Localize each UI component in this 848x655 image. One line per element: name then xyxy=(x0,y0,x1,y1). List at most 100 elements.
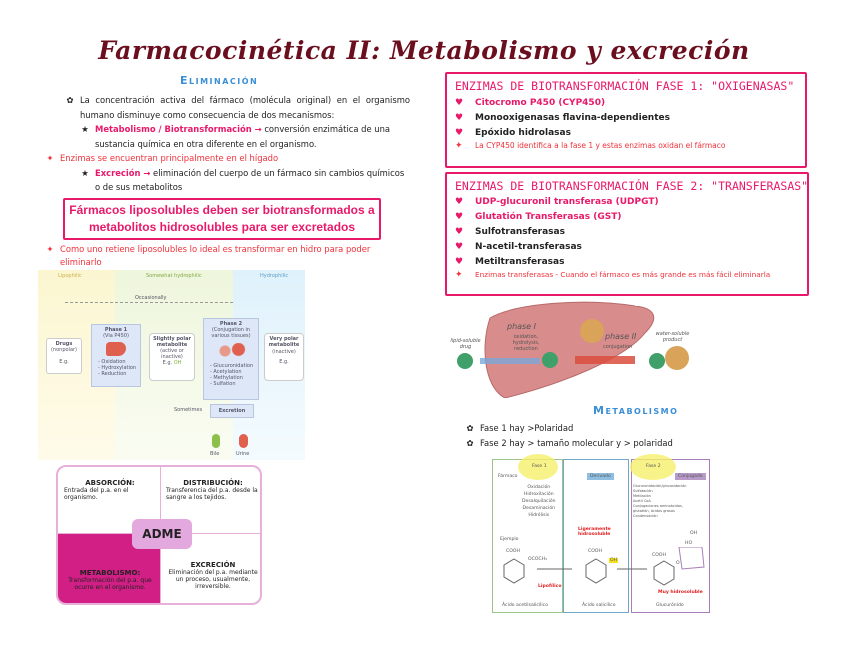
drugs-eg: E.g. xyxy=(59,359,69,365)
metabolismo-heading: Metabolismo xyxy=(593,404,679,417)
phase1-enzymes-box: ENZIMAS DE BIOTRANSFORMACIÓN FASE 1: "OX… xyxy=(445,72,807,168)
salicilico-label: Ácido salicílico xyxy=(582,603,616,608)
reaction: Condensación xyxy=(633,514,658,518)
phase1-sub: (Via P450) xyxy=(103,333,129,339)
zone-lipophilic: Lipophilic xyxy=(58,273,82,279)
very-eg: E.g. xyxy=(279,359,289,365)
phase2-item: - Glucuronidation xyxy=(210,363,254,369)
reaction: Metilación xyxy=(633,494,651,498)
absorcion-cell: ABSORCIÓN:Entrada del p.a. en el organis… xyxy=(64,479,156,501)
phase1-item: - Oxidation xyxy=(98,359,126,365)
heart-bullet-icon: ♥ xyxy=(455,257,464,267)
phase2-sub-label: conjugation xyxy=(603,344,633,350)
phase1-label: phase I xyxy=(507,322,537,331)
absorcion-text: Entrada del p.a. en el organismo. xyxy=(64,487,129,501)
lipofilico-label: Lipofílico xyxy=(538,584,562,589)
zone-hydrophilic: Hydrophilic xyxy=(260,273,289,279)
drugs-node: Drugs(nonpolar)E.g. xyxy=(46,338,82,374)
flower-bullet-icon: ✿ xyxy=(466,423,474,433)
metabolismo-term: Metabolismo / Biotransformación → xyxy=(95,124,262,134)
enzyme-item: Monooxigenasas flavina-dependientes xyxy=(475,113,670,123)
o-label: O xyxy=(676,561,680,566)
excrecion-title: EXCRECIÓN xyxy=(190,561,236,569)
enzyme-item: Sulfotransferasas xyxy=(475,227,565,237)
reaction: glutatión, ácidos grasos xyxy=(633,509,675,513)
phase1-enzymes-heading: ENZIMAS DE BIOTRANSFORMACIÓN FASE 1: "OX… xyxy=(455,79,795,93)
urine-label: Urine xyxy=(236,451,250,457)
slightly-eg: E.g. xyxy=(162,360,173,366)
organs-icon xyxy=(216,343,246,359)
metabolismo-text: Transformación del p.a. que ocurre en el… xyxy=(68,577,152,591)
oh-highlight: OH xyxy=(609,558,619,563)
liver-icon xyxy=(457,301,689,398)
enzyme-item: Epóxido hidrolasas xyxy=(475,128,571,138)
very-sub: (inactive) xyxy=(272,349,296,355)
excrecion-term: Excreción → xyxy=(95,167,151,178)
muy-hidrosoluble-label: Muy hidrosoluble xyxy=(658,590,703,595)
highlight-box: Fármacos liposolubles deben ser biotrans… xyxy=(63,198,381,240)
reaction: Glucuronidación/glucosidación xyxy=(633,484,687,488)
plus-bullet-icon: ✦ xyxy=(455,270,463,280)
conjugado-label: Conjugado xyxy=(675,473,706,480)
molecule-structures xyxy=(503,547,705,586)
slightly-sub: (active or inactive) xyxy=(160,348,184,360)
reaction: Desaminación xyxy=(522,506,556,511)
ho-label: HO xyxy=(685,541,693,546)
phase2-item: - Acetylation xyxy=(210,369,242,375)
phase1-sub-label: oxidation, hydrolysis, reduction xyxy=(512,334,540,352)
drugs-sub: (nonpolar) xyxy=(50,347,78,353)
acetilsalicilico-label: Ácido acetilsalicílico xyxy=(502,603,549,608)
phase1-node: Phase 1(Via P450)- Oxidation- Hydroxylat… xyxy=(91,324,141,387)
metabolismo-item: Fase 1 hay >Polaridad xyxy=(480,423,574,433)
oh-group: OH xyxy=(173,360,182,366)
distribucion-cell: DISTRIBUCIÓN:Transferencia del p.a. desd… xyxy=(166,479,260,501)
plus-bullet-icon: ✦ xyxy=(46,244,54,254)
aspirin-metabolism-figure: Fase 1 Fase 2 Fármaco Derivado Conjugado… xyxy=(492,454,710,613)
note-liposolubles: ✦Como uno retiene liposolubles lo ideal … xyxy=(40,243,410,269)
eliminacion-heading: Eliminación xyxy=(180,74,259,87)
kidney-icon xyxy=(239,434,248,448)
star-bullet-icon: ★ xyxy=(81,124,89,134)
flower-bullet-icon: ✿ xyxy=(466,437,474,448)
phase2-item: - Methylation xyxy=(210,375,243,381)
note-higado: Enzimas se encuentran principalmente en … xyxy=(60,153,279,163)
heart-bullet-icon: ♥ xyxy=(455,113,464,123)
intro-text: La concentración activa del fármaco (mol… xyxy=(80,95,410,120)
lipid-soluble-label: lipid-soluble drug xyxy=(450,338,481,350)
very-title: Very polar metabolite xyxy=(268,336,300,348)
metabolismo-item: Fase 2 hay > tamaño molecular y > polari… xyxy=(480,437,673,448)
metabolismo-list: ✿ Fase 1 hay >Polaridad ✿ Fase 2 hay > tam… xyxy=(460,421,673,450)
oh-label: OH xyxy=(690,531,698,536)
phase2-sub: (Conjugation in various tissues) xyxy=(211,327,251,339)
ligeramente-label: Ligeramente hidrosoluble xyxy=(578,527,611,537)
star-bullet-icon: ★ xyxy=(81,167,89,178)
slightly-title: Slightly polar metabolite xyxy=(153,336,191,348)
metabolism-phases-diagram: Lipophilic Somewhat hydrophilic Hydrophi… xyxy=(38,270,305,460)
cooh-label: COOH xyxy=(652,553,666,558)
phase2-enzymes-box: ENZIMAS DE BIOTRANSFORMACIÓN FASE 2: "TR… xyxy=(445,172,809,296)
heart-bullet-icon: ♥ xyxy=(455,212,464,222)
liver-metabolism-illustration: lipid-soluble drug phase I oxidation, hy… xyxy=(445,298,715,398)
heart-bullet-icon: ♥ xyxy=(455,242,464,252)
phase2-title: Phase 2 xyxy=(219,321,243,327)
bile-icon xyxy=(212,434,220,448)
reaction: Sulfatación xyxy=(633,489,653,493)
plus-bullet-icon: ✦ xyxy=(455,141,463,151)
metabolismo-definition: conversión enzimática de una sustancia q… xyxy=(95,124,391,149)
water-soluble-label: water-soluble product xyxy=(655,331,690,343)
slightly-polar-node: Slightly polar metabolite(active or inac… xyxy=(149,333,195,381)
enzyme-item: Metiltransferasas xyxy=(475,257,565,267)
sometimes-label: Sometimes xyxy=(174,407,203,413)
heart-bullet-icon: ♥ xyxy=(455,227,464,237)
bile-label: Bile xyxy=(210,451,220,457)
heart-bullet-icon: ♥ xyxy=(455,98,464,108)
phase1-title: Phase 1 xyxy=(104,327,128,333)
heart-bullet-icon: ♥ xyxy=(455,128,464,138)
ejemplo-label: Ejemplo xyxy=(500,537,519,542)
phase1-note: La CYP450 identifica a la fase 1 y estas… xyxy=(475,141,726,150)
enzyme-item: Glutatión Transferasas (GST) xyxy=(475,212,622,222)
metabolismo-cell: METABOLISMO:Transformación del p.a. que … xyxy=(64,569,156,591)
metabolismo-title: METABOLISMO: xyxy=(79,569,141,577)
liver-icon xyxy=(106,342,126,356)
